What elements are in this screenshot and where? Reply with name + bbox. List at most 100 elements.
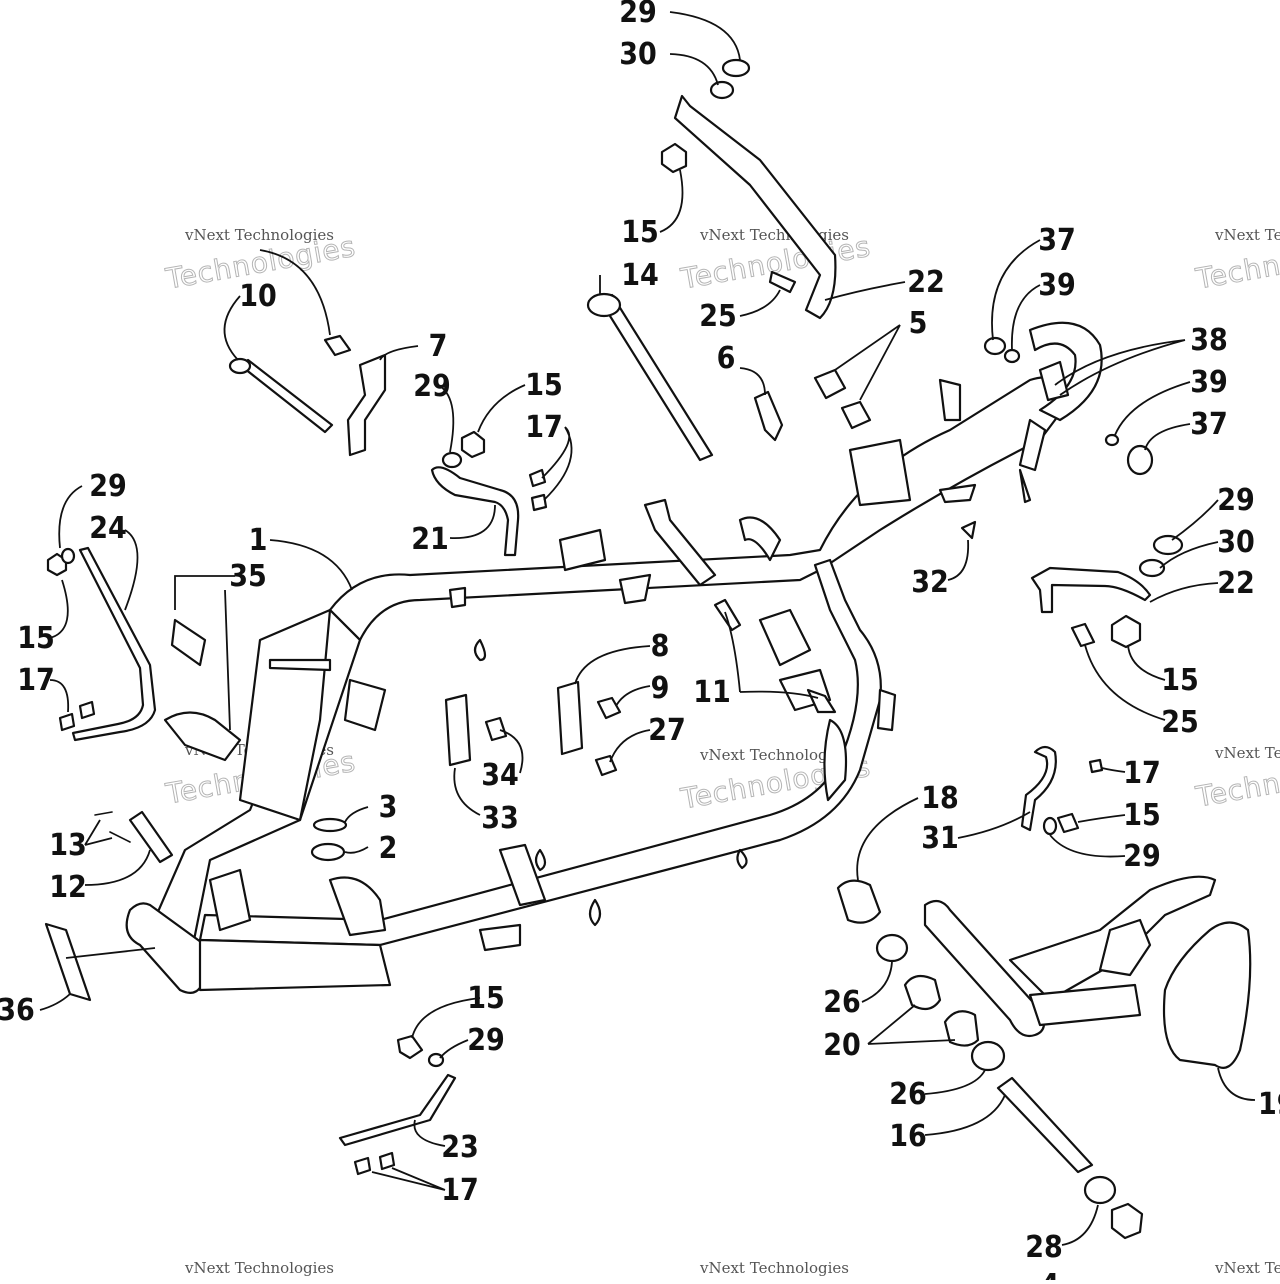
callout-label: 15 xyxy=(525,368,563,403)
frame-tab xyxy=(473,638,487,662)
leader-line xyxy=(1114,381,1191,436)
screw-part xyxy=(378,1151,396,1171)
frame-tab xyxy=(876,688,897,732)
leader-line xyxy=(379,345,419,361)
frame-tab xyxy=(736,848,748,870)
cap-screw-part xyxy=(323,334,352,357)
leader-line xyxy=(259,249,331,336)
bracket-part xyxy=(430,466,520,557)
callout-label: 22 xyxy=(1217,566,1255,601)
callout-label: 31 xyxy=(921,821,959,856)
callout-label: 29 xyxy=(1123,839,1161,874)
screw-part xyxy=(528,468,547,488)
lock-washer-part xyxy=(1138,558,1166,578)
callout-label: 29 xyxy=(89,469,127,504)
leader-line xyxy=(541,426,573,501)
bolt-part xyxy=(806,688,837,714)
rod-part xyxy=(71,546,157,742)
callout-label: 29 xyxy=(1217,483,1255,518)
washer-part xyxy=(970,1040,1006,1072)
frame-tab xyxy=(558,528,607,572)
watermark-text: vNext Technologies xyxy=(699,1259,849,1277)
callout-label: 17 xyxy=(441,1173,479,1208)
callout-label: 26 xyxy=(889,1077,927,1112)
callout-label: 10 xyxy=(239,279,277,314)
leader-line xyxy=(449,504,496,539)
frame-seat-bracket xyxy=(643,498,717,587)
callout-label: 24 xyxy=(89,511,127,546)
decal-part xyxy=(170,618,207,667)
clip-part xyxy=(753,390,784,442)
leader-line xyxy=(867,1004,956,1045)
frame-tab xyxy=(534,848,547,872)
washer-part xyxy=(1003,348,1021,364)
leader-line xyxy=(739,367,766,396)
callout-label: 37 xyxy=(1038,223,1076,258)
frame-tab xyxy=(588,898,602,927)
rivet-part xyxy=(983,336,1007,356)
bracket-part xyxy=(1038,360,1070,402)
callout-label: 25 xyxy=(1161,705,1199,740)
bracket-part xyxy=(163,711,242,762)
pivot-shaft-part xyxy=(996,1076,1094,1174)
callout-label: 25 xyxy=(699,299,737,334)
callout-label: 18 xyxy=(921,781,959,816)
callout-label: 15 xyxy=(1123,798,1161,833)
bracket-part xyxy=(338,1073,457,1147)
frame-tab xyxy=(1018,468,1032,504)
callout-label: 11 xyxy=(693,675,731,710)
callout-label: 33 xyxy=(481,801,519,836)
loose-parts xyxy=(44,58,1252,1240)
frame-tab xyxy=(823,718,848,802)
washer-part xyxy=(875,933,909,963)
cap-screw-part xyxy=(596,696,622,720)
frame-tab xyxy=(478,923,522,952)
decal-part xyxy=(44,922,92,1002)
grommet-part xyxy=(310,842,346,862)
screw-part xyxy=(353,1156,372,1176)
callout-label: 23 xyxy=(441,1130,479,1165)
leader-line xyxy=(669,53,719,86)
frame-tab xyxy=(1018,418,1047,472)
watermark-text: vNext Technologies xyxy=(1214,226,1280,244)
leader-line xyxy=(371,1167,446,1191)
leader-line xyxy=(1171,499,1219,541)
leader-line xyxy=(453,767,481,816)
bolt-part xyxy=(713,598,742,632)
screw-part xyxy=(530,493,548,512)
frame-tab xyxy=(268,658,332,672)
leader-line xyxy=(499,729,524,774)
leader-line xyxy=(477,384,526,433)
leader-line xyxy=(413,1119,446,1147)
callout-label: 39 xyxy=(1038,268,1076,303)
leader-line xyxy=(1054,339,1186,396)
callout-label: 13 xyxy=(49,828,87,863)
callout-label: 9 xyxy=(651,671,670,706)
callout-label: 37 xyxy=(1190,407,1228,442)
callout-label: 15 xyxy=(1161,663,1199,698)
leader-line xyxy=(1159,541,1219,569)
screw-part xyxy=(78,700,96,720)
frame-tab xyxy=(938,483,977,504)
cap-screw-part xyxy=(768,270,797,294)
frame-bottom-tube xyxy=(198,938,392,992)
callout-label: 29 xyxy=(413,369,451,404)
leader-line xyxy=(947,539,970,581)
leader-line xyxy=(609,729,651,763)
callout-label: 20 xyxy=(823,1028,861,1063)
washer-part xyxy=(60,547,76,565)
leader-line xyxy=(924,1069,986,1095)
bracket-part xyxy=(1020,745,1057,832)
callout-label: 27 xyxy=(648,713,686,748)
callout-label: 8 xyxy=(651,629,670,664)
leader-line xyxy=(84,849,151,886)
bracket-part xyxy=(1030,566,1152,614)
frame-tab xyxy=(618,573,652,605)
leader-line xyxy=(924,1094,1006,1136)
leader-line xyxy=(834,324,901,401)
cap-screw-part xyxy=(1070,622,1096,648)
washer-part xyxy=(1104,433,1120,447)
